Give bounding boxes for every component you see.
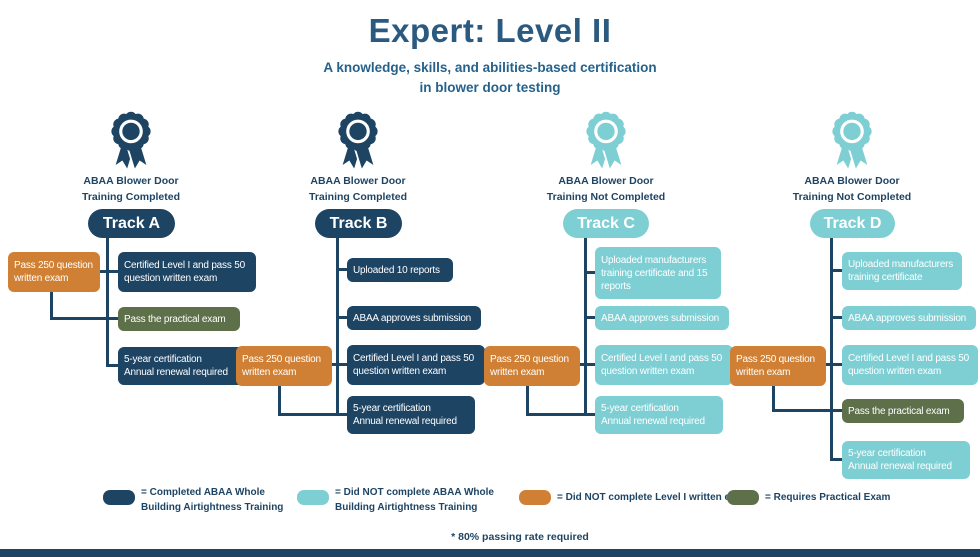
connector-line — [50, 317, 118, 320]
track-pill-d: Track D — [810, 209, 895, 238]
connector-line — [584, 238, 587, 416]
side-box-written-exam: Pass 250 question written exam — [484, 346, 580, 386]
flow-box: ABAA approves submission — [842, 306, 976, 330]
legend-swatch-navy — [103, 490, 135, 505]
connector-line — [332, 363, 347, 366]
connector-line — [830, 316, 842, 319]
flow-box: Certified Level I and pass 50 question w… — [595, 345, 733, 385]
training-status-label: ABAA Blower Door Training Not Completed — [792, 175, 912, 203]
track-pill-a: Track A — [88, 209, 175, 238]
award-ribbon-icon — [832, 111, 872, 173]
connector-line — [278, 413, 347, 416]
flow-box: Certified Level I and pass 50 question w… — [842, 345, 978, 385]
connector-line — [772, 409, 842, 412]
passing-rate-footnote: * 80% passing rate required — [451, 531, 589, 543]
connector-line — [336, 316, 347, 319]
flow-box: 5-year certification Annual renewal requ… — [118, 347, 246, 385]
side-box-written-exam: Pass 250 question written exam — [730, 346, 826, 386]
connector-line — [584, 271, 595, 274]
flow-box: ABAA approves submission — [595, 306, 729, 330]
flow-box: Certified Level I and pass 50 question w… — [118, 252, 256, 292]
legend-label: = Did NOT complete ABAA Whole Building A… — [335, 487, 494, 513]
legend-swatch-orange — [519, 490, 551, 505]
connector-line — [584, 316, 595, 319]
connector-line — [278, 386, 281, 416]
training-status-label: ABAA Blower Door Training Not Completed — [546, 175, 666, 203]
track-pill-b: Track B — [315, 209, 402, 238]
legend-label: = Requires Practical Exam — [765, 492, 891, 503]
connector-line — [526, 413, 595, 416]
flow-box: Pass the practical exam — [118, 307, 240, 331]
flow-box: 5-year certification Annual renewal requ… — [842, 441, 970, 479]
legend-label: = Did NOT complete Level I written exam — [557, 492, 751, 503]
connector-line — [830, 238, 833, 461]
connector-line — [526, 386, 529, 416]
bottom-bar — [0, 549, 980, 557]
side-box-written-exam: Pass 250 question written exam — [8, 252, 100, 292]
side-box-written-exam: Pass 250 question written exam — [236, 346, 332, 386]
award-ribbon-icon — [586, 111, 626, 173]
connector-line — [580, 363, 595, 366]
flow-box: Uploaded manufacturers training certific… — [595, 247, 721, 299]
flow-box: Certified Level I and pass 50 question w… — [347, 345, 485, 385]
training-status-label: ABAA Blower Door Training Completed — [308, 175, 407, 203]
connector-line — [106, 238, 109, 367]
connector-line — [336, 238, 339, 416]
connector-line — [826, 363, 842, 366]
legend-swatch-olive — [727, 490, 759, 505]
flow-box: Uploaded 10 reports — [347, 258, 453, 282]
flow-box: 5-year certification Annual renewal requ… — [595, 396, 723, 434]
connector-line — [106, 364, 118, 367]
connector-line — [50, 292, 53, 320]
track-pill-c: Track C — [563, 209, 649, 238]
page-subtitle: A knowledge, skills, and abilities-based… — [323, 60, 657, 96]
award-ribbon-icon — [111, 111, 151, 173]
page-title: Expert: Level II — [368, 12, 612, 49]
flow-box: Uploaded manufacturers training certific… — [842, 252, 962, 290]
flow-box: Pass the practical exam — [842, 399, 964, 423]
legend-swatch-teal — [297, 490, 329, 505]
training-status-label: ABAA Blower Door Training Completed — [81, 175, 180, 203]
connector-line — [336, 268, 347, 271]
award-ribbon-icon — [338, 111, 378, 173]
connector-line — [830, 269, 842, 272]
flow-box: 5-year certification Annual renewal requ… — [347, 396, 475, 434]
flow-box: ABAA approves submission — [347, 306, 481, 330]
connector-line — [100, 270, 118, 273]
connector-line — [772, 386, 775, 412]
legend-label: = Completed ABAA Whole Building Airtight… — [141, 487, 284, 513]
connector-line — [830, 458, 842, 461]
